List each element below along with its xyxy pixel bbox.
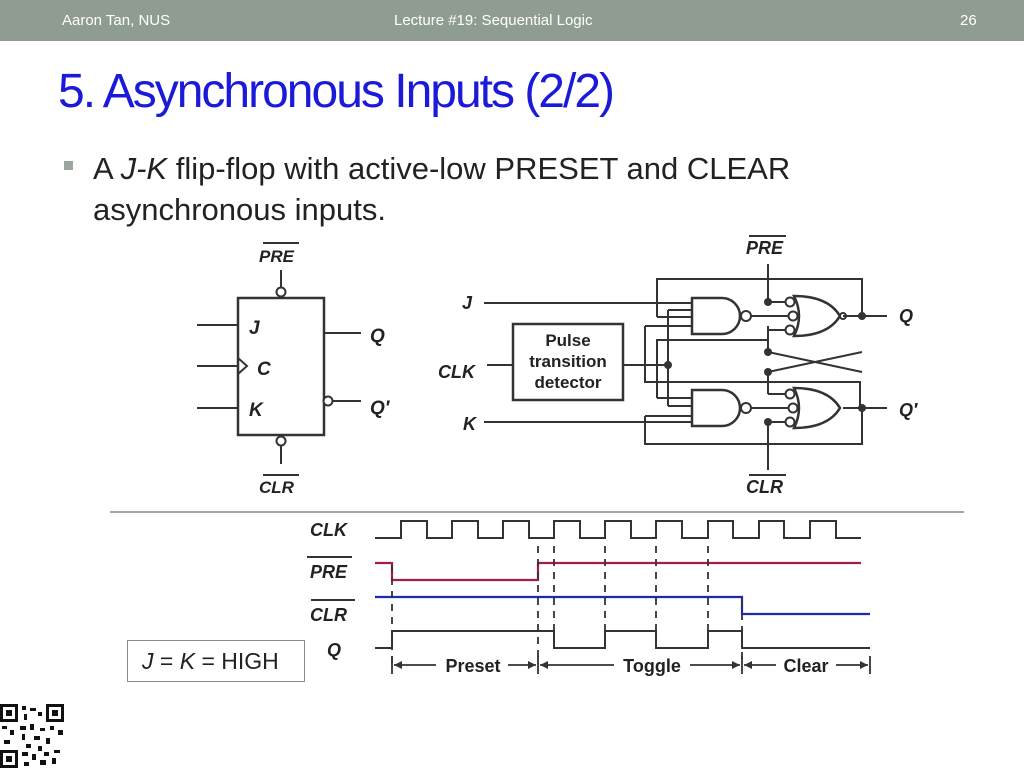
timing-arrowheads (394, 661, 868, 669)
note-j: J (142, 648, 154, 674)
nand-bottom-bubble (740, 402, 752, 414)
circuit-qn-label: Q′ (899, 400, 918, 420)
jk-high-note: J = K = HIGH (127, 640, 305, 682)
symbol-clr-label: CLR (259, 478, 295, 497)
junction-clock (664, 361, 672, 369)
timing-diagram: CLK PRE CLR Q (307, 520, 871, 676)
symbol-j-label: J (249, 318, 260, 339)
jk-flipflop-symbol: PRE CLR J C K Q Q′ (197, 242, 391, 497)
timing-clr-wave (375, 595, 870, 616)
junction-clr (764, 418, 772, 426)
jk-flipflop-circuit: Pulse transition detector (438, 235, 918, 497)
junction-pre (764, 298, 772, 306)
bullet-text-part1: A (93, 151, 121, 186)
note-eq1: = (153, 648, 180, 674)
arrowhead-3 (540, 661, 548, 669)
sr-gate-bottom (791, 386, 842, 430)
arrowhead-6 (860, 661, 868, 669)
symbol-pre-label: PRE (259, 247, 295, 266)
symbol-clr-bubble (275, 435, 287, 447)
circuit-clr-label: CLR (746, 477, 783, 497)
symbol-pre-bubble (275, 286, 287, 298)
timing-clk-label: CLK (310, 520, 349, 540)
circuit-k-label: K (463, 414, 478, 434)
nand-top-bubble (740, 310, 752, 322)
header-lecture-title: Lecture #19: Sequential Logic (394, 12, 593, 29)
nand-gate-top (690, 296, 742, 336)
arrowhead-4 (732, 661, 740, 669)
timing-guides (391, 546, 743, 664)
wire-q-feedback-outer (656, 278, 863, 317)
region-preset-label: Preset (445, 656, 500, 676)
sr-top-in3-bubble (784, 324, 796, 336)
bullet-text-jk: J-K (120, 151, 168, 186)
sr-gate-top (791, 294, 842, 338)
region-toggle-label: Toggle (623, 656, 681, 676)
symbol-qn-bubble (322, 395, 334, 407)
sr-bottom-in3-bubble (784, 416, 796, 428)
note-k: K (179, 648, 196, 674)
bullet-square-icon (64, 161, 73, 170)
sr-bottom-in1-bubble (784, 388, 796, 400)
arrowhead-5 (744, 661, 752, 669)
circuit-q-label: Q (899, 306, 913, 326)
timing-q-wave (375, 630, 870, 649)
symbol-k-label: K (249, 400, 264, 421)
detector-label-line1: Pulse (545, 331, 590, 350)
header-page-number: 26 (960, 12, 977, 29)
sr-top-in2-bubble (787, 310, 799, 322)
sr-bottom-in2-bubble (787, 402, 799, 414)
symbol-clock-triangle (237, 357, 249, 375)
slide-title: 5. Asynchronous Inputs (2/2) (58, 65, 615, 118)
timing-clk-wave (375, 520, 861, 539)
header-bar: Aaron Tan, NUS Lecture #19: Sequential L… (0, 0, 1024, 41)
junction-cross-bottom (764, 368, 772, 376)
arrowhead-2 (528, 661, 536, 669)
bullet-text-part2: flip-flop with active-low PRESET and CLE… (93, 151, 791, 227)
timing-pre-wave (375, 561, 861, 582)
detector-label-line3: detector (534, 373, 601, 392)
wire-q-feedback-inner (656, 326, 769, 398)
cross-wire-2 (767, 351, 863, 373)
header-author: Aaron Tan, NUS (62, 12, 171, 29)
junction-qn (858, 404, 866, 412)
symbol-q-label: Q (370, 326, 385, 347)
timing-pre-label: PRE (310, 562, 348, 582)
wire-bottom-feedback (644, 408, 863, 445)
bullet-text: A J-K flip-flop with active-low PRESET a… (93, 148, 973, 230)
sr-top-in1-bubble (784, 296, 796, 308)
symbol-c-label: C (257, 359, 271, 380)
qr-code-icon (0, 704, 64, 768)
circuit-clk-label: CLK (438, 362, 477, 382)
pulse-detector-box (511, 322, 625, 402)
circuit-pre-label: PRE (746, 238, 784, 258)
circuit-j-label: J (462, 293, 473, 313)
detector-label-line2: transition (529, 352, 606, 371)
arrowhead-1 (394, 661, 402, 669)
nand-gate-bottom (690, 388, 742, 428)
wire-qn-feedback (644, 326, 861, 408)
region-clear-label: Clear (783, 656, 828, 676)
junction-cross-top (764, 348, 772, 356)
symbol-qn-label: Q′ (370, 398, 391, 419)
timing-clr-label: CLR (310, 605, 347, 625)
timing-q-label: Q (327, 640, 341, 660)
junction-q (858, 312, 866, 320)
jk-high-text: J = K = HIGH (142, 648, 279, 675)
note-eq2: = HIGH (195, 648, 279, 674)
